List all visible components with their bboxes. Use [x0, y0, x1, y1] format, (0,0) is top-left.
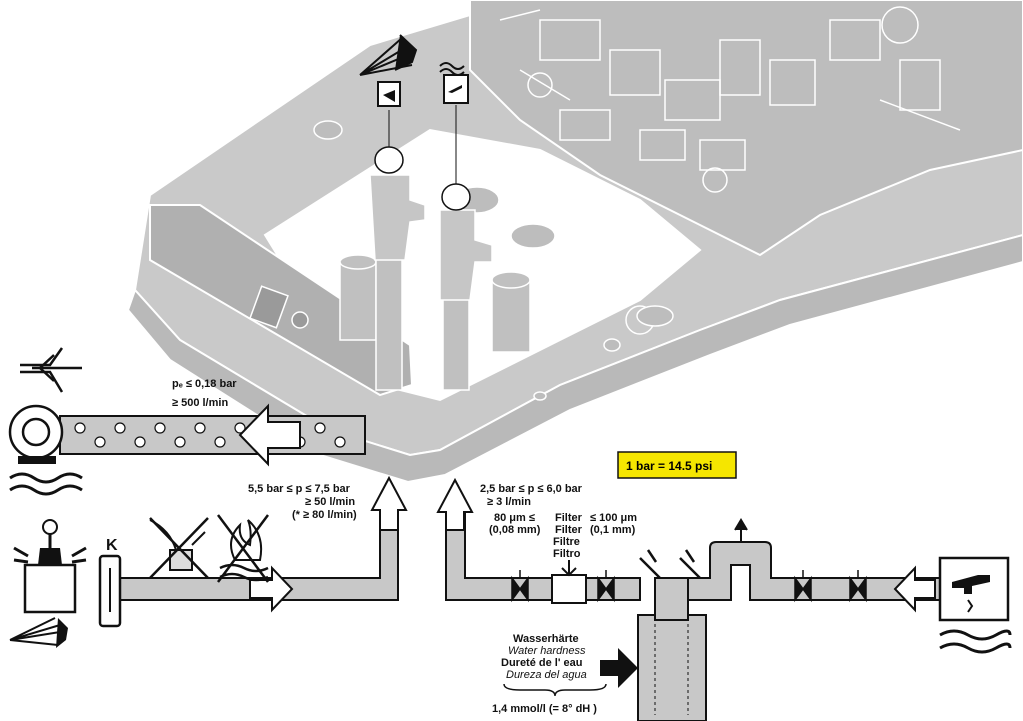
- hardness-brace: [503, 683, 607, 697]
- hardness-fr-label: Dureté de l' eau: [501, 657, 582, 669]
- outlet-arrow-icon: [734, 518, 748, 542]
- filter-max-label: ≤ 100 μm: [590, 512, 637, 524]
- filter-min-label: 80 μm ≤: [494, 512, 535, 524]
- water-softener-tank: [637, 614, 707, 721]
- hardness-en-label: Water hardness: [508, 645, 586, 657]
- hardness-de-label: Wasserhärte: [513, 633, 579, 645]
- drain-pipe: [59, 403, 366, 467]
- cold-supply-pipe: [436, 477, 941, 721]
- inlet-return-icon: [20, 347, 82, 393]
- pump-icon: [8, 404, 83, 496]
- filter-max-mm-label: (0,1 mm): [590, 524, 636, 536]
- machine-body: [126, 0, 1023, 484]
- filter-labels: 80 μm ≤ (0,08 mm) ≤ 100 μm (0,1 mm) Filt…: [489, 512, 637, 560]
- conversion-label: 1 bar = 14.5 psi: [626, 459, 712, 473]
- cold-supply-left-arrow: [893, 565, 936, 613]
- filter-fr-label: Filtre: [553, 536, 580, 548]
- hot-flow-alt-label: (* ≥ 80 l/min): [292, 509, 357, 521]
- drain-flow-label: ≥ 500 l/min: [172, 397, 228, 409]
- connection-tubes: [339, 105, 531, 391]
- filter-es-label: Filtro: [553, 548, 581, 560]
- no-oil-icon: [149, 517, 209, 579]
- steam-icon: [359, 34, 418, 76]
- k-filter-icon: [98, 554, 122, 628]
- filter-en-label: Filter: [555, 524, 583, 536]
- hot-supply-right-arrow: [249, 565, 294, 613]
- hardness-es-label: Dureza del agua: [506, 669, 587, 681]
- water-tap-icon: [938, 556, 1012, 654]
- drain-labels: pₑ ≤ 0,18 bar ≥ 500 l/min: [172, 378, 237, 409]
- cold-flow-label: ≥ 3 l/min: [487, 496, 531, 508]
- drain-pressure-label: pₑ ≤ 0,18 bar: [172, 378, 237, 390]
- no-fire-icon: [216, 514, 270, 583]
- cold-supply-up-arrow: [436, 477, 474, 531]
- conversion-badge: 1 bar = 14.5 psi: [617, 451, 737, 479]
- hot-supply-up-arrow: [370, 475, 408, 531]
- hot-flow-label: ≥ 50 l/min: [305, 496, 355, 508]
- softener-input-arrow: [600, 648, 638, 688]
- hot-pressure-label: 5,5 bar ≤ p ≤ 7,5 bar: [248, 483, 351, 495]
- cold-supply-labels: 2,5 bar ≤ p ≤ 6,0 bar ≥ 3 l/min: [480, 483, 583, 508]
- hot-water-icon: [377, 62, 469, 107]
- cold-pressure-label: 2,5 bar ≤ p ≤ 6,0 bar: [480, 483, 583, 495]
- valve-icon: [511, 549, 867, 603]
- hardness-value-label: 1,4 mmol/l (= 8° dH ): [492, 703, 597, 715]
- hot-supply-labels: 5,5 bar ≤ p ≤ 7,5 bar ≥ 50 l/min (* ≥ 80…: [248, 483, 357, 521]
- water-hardness-labels: Wasserhärte Water hardness Dureté de l' …: [492, 633, 607, 715]
- filter-de-label: Filter: [555, 512, 583, 524]
- k-filter-label: K: [106, 537, 118, 554]
- filter-min-mm-label: (0,08 mm): [489, 524, 541, 536]
- pressure-gauge-icon: [9, 519, 87, 648]
- filter-icon: [551, 560, 587, 604]
- drain-flow-arrow: [238, 403, 301, 467]
- hot-supply-pipe: [117, 475, 408, 613]
